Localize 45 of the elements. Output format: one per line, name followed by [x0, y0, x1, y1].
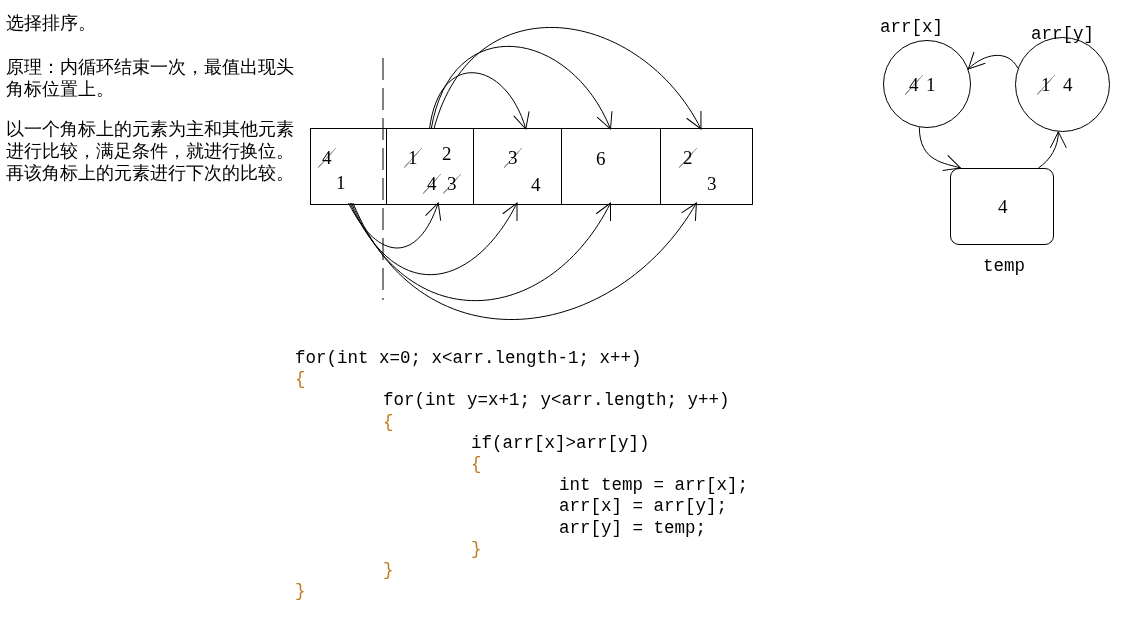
arrow: [351, 202, 611, 301]
crossed-out-number: 2: [679, 148, 697, 168]
number: 6: [596, 149, 606, 169]
code-brace: }: [471, 538, 482, 560]
note-text: 原理：内循环结束一次，最值出现头角标位置上。: [6, 56, 295, 100]
number: 4: [1063, 75, 1073, 95]
arrow: [348, 202, 441, 249]
code-brace: }: [295, 581, 306, 603]
title-text: 选择排序。: [6, 12, 96, 34]
code-line: if(arr[x]>arr[y]): [471, 432, 650, 454]
code-line: arr[x] = arr[y];: [559, 496, 728, 518]
number: 2: [442, 144, 452, 164]
crossed-out-number: 4: [423, 174, 441, 194]
note-text: 以一个角标上的元素为主和其他元素进行比较，满足条件，就进行换位。再该角标上的元素进行下次的比较。: [6, 118, 295, 184]
arrow: [349, 202, 518, 275]
number: 1: [336, 173, 346, 193]
crossed-out-number: 1: [404, 148, 422, 168]
variable-name: arr[x]: [880, 17, 943, 38]
crossed-out-number: 4: [905, 75, 923, 95]
code-line: arr[y] = temp;: [559, 517, 707, 539]
code-line: int temp = arr[x];: [559, 475, 749, 497]
arrow: [918, 126, 961, 172]
number: 4: [998, 197, 1008, 217]
code-brace: }: [383, 560, 394, 581]
arrow: [433, 27, 702, 130]
variable-box: [950, 168, 1054, 245]
crossed-out-number: 1: [1037, 75, 1055, 95]
crossed-out-number: 4: [318, 148, 336, 168]
arrow: [430, 46, 612, 130]
code-line: for(int y=x+1; y<arr.length; y++): [383, 390, 730, 412]
code-brace: {: [383, 411, 394, 433]
arrow: [967, 51, 1019, 70]
code-brace: {: [471, 454, 482, 475]
code-brace: {: [295, 369, 306, 391]
variable-name: arr[y]: [1031, 24, 1094, 45]
arrow: [1037, 131, 1067, 169]
number: 1: [926, 75, 936, 95]
arrow: [429, 72, 529, 130]
number: 3: [707, 174, 717, 194]
variable-name: temp: [983, 256, 1025, 277]
crossed-out-number: 3: [443, 174, 461, 194]
code-line: for(int x=0; x<arr.length-1; x++): [295, 348, 642, 369]
arrow: [352, 202, 697, 320]
crossed-out-number: 3: [504, 148, 522, 168]
number: 4: [531, 175, 541, 195]
